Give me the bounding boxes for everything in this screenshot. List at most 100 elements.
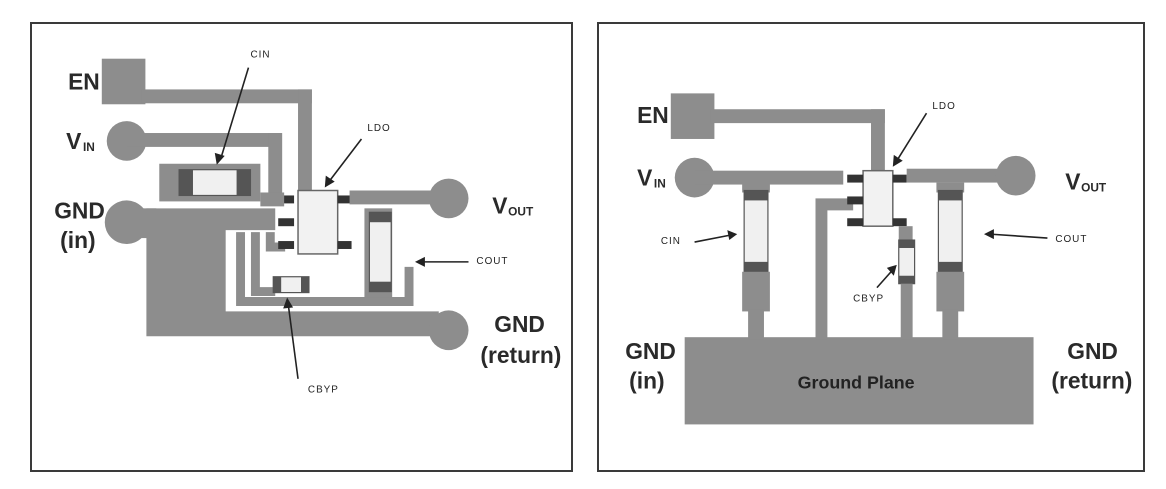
ldo-package xyxy=(862,169,894,227)
cin-capacitor xyxy=(743,189,769,273)
label-vout-sub: OUT xyxy=(1081,180,1107,194)
label-cbyp: CBYP xyxy=(853,294,884,305)
vout-pad xyxy=(428,178,469,219)
vout-trace xyxy=(349,190,449,205)
label-vout: V xyxy=(492,192,508,218)
cbyp-gnd-via xyxy=(900,283,913,340)
arrow-cbyp-head xyxy=(886,264,897,276)
ldo-package xyxy=(297,189,339,255)
cin-end-top xyxy=(744,190,768,201)
en-trace xyxy=(710,109,885,124)
gnd-trace-cout xyxy=(236,232,414,306)
ldo-pin-4 xyxy=(337,195,352,204)
arrow-ldo-head xyxy=(892,154,903,167)
arrow-cout xyxy=(989,233,1048,239)
ldo-pin-1 xyxy=(278,195,295,204)
gnd-trace-cbyp xyxy=(250,232,276,297)
label-vin: V xyxy=(66,128,82,154)
arrow-cbyp-head xyxy=(283,297,294,309)
arrow-cout-head xyxy=(983,229,994,240)
label-gnd-in-2: (in) xyxy=(60,227,95,253)
cbyp-end-top xyxy=(898,240,915,248)
cout-bottom-pad xyxy=(936,271,965,312)
ldo-pin-5 xyxy=(337,241,352,249)
cout-top-pad xyxy=(936,182,965,193)
ldo-pin-5 xyxy=(892,218,907,227)
label-gnd-in-2: (in) xyxy=(629,368,664,394)
ground-plane xyxy=(684,337,1034,425)
arrow-ldo-head xyxy=(324,175,335,188)
cbyp-end-left xyxy=(273,276,282,293)
cout-gnd-via xyxy=(942,309,959,340)
cbyp-end-bottom xyxy=(898,275,915,284)
label-cout: COUT xyxy=(1055,234,1087,245)
label-vin-sub: IN xyxy=(654,177,666,191)
ldo-gnd-trace xyxy=(815,198,854,340)
label-cin: CIN xyxy=(250,50,270,61)
cin-top-pad xyxy=(742,182,770,193)
ldo-left-lead-1 xyxy=(260,192,285,207)
cbyp-top-pad xyxy=(898,226,913,241)
arrow-cin xyxy=(219,67,250,160)
pcb-layout-left: EN V IN GND (in) V OUT GND (return) CIN … xyxy=(54,50,561,396)
label-cbyp: CBYP xyxy=(308,385,339,396)
arrow-cout-head xyxy=(414,256,425,267)
ldo-pin-3 xyxy=(847,218,864,227)
label-ldo: LDO xyxy=(932,101,955,112)
cout-capacitor xyxy=(937,189,963,273)
en-trace xyxy=(141,89,312,104)
gnd-return-pad xyxy=(428,310,469,351)
cout-end-top xyxy=(369,212,392,223)
layout-panel-right: Ground Plane EN V IN GND (in) V OUT GND … xyxy=(597,22,1145,472)
vout-pad xyxy=(995,155,1036,196)
cout-end-bottom xyxy=(369,281,392,292)
ldo-pin-4 xyxy=(892,174,907,183)
cin-end-left xyxy=(179,169,193,196)
cout-end-top xyxy=(938,190,963,201)
label-vout-sub: OUT xyxy=(508,204,534,218)
vin-trace xyxy=(126,133,282,147)
ldo-pin-3 xyxy=(278,241,295,249)
arrow-cbyp xyxy=(287,303,299,379)
label-en: EN xyxy=(68,68,100,94)
cin-end-bottom xyxy=(744,261,768,272)
arrow-ldo xyxy=(329,138,363,182)
label-vout: V xyxy=(1065,169,1081,195)
arrow-ldo xyxy=(896,112,928,162)
en-pad xyxy=(670,93,715,139)
en-trace-vertical xyxy=(298,89,312,207)
label-cin: CIN xyxy=(661,236,681,247)
ldo-pin-2 xyxy=(278,218,295,227)
cout-end-bottom xyxy=(938,261,963,272)
cin-gnd-via xyxy=(748,309,764,340)
label-ground-plane: Ground Plane xyxy=(798,373,915,393)
label-gnd-return-2: (return) xyxy=(480,342,561,368)
ldo-pin-2 xyxy=(847,196,864,205)
en-trace-vertical xyxy=(871,109,885,181)
label-vin: V xyxy=(637,165,653,191)
arrow-cin xyxy=(694,234,731,243)
cbyp-end-right xyxy=(301,276,309,293)
vout-trace xyxy=(906,168,1026,183)
label-en: EN xyxy=(637,102,669,128)
en-pad xyxy=(101,58,146,105)
vin-pad xyxy=(674,157,715,198)
label-gnd-in-1: GND xyxy=(54,197,105,223)
label-vin-sub: IN xyxy=(83,140,95,154)
arrow-cin-head xyxy=(214,152,225,165)
gnd-pour xyxy=(146,208,439,337)
layout-panel-left: EN V IN GND (in) V OUT GND (return) CIN … xyxy=(30,22,573,472)
vin-trace xyxy=(694,170,844,185)
ldo-pin-1 xyxy=(847,174,864,183)
label-gnd-return-2: (return) xyxy=(1051,368,1132,394)
label-gnd-return-1: GND xyxy=(1067,338,1118,364)
label-gnd-in-1: GND xyxy=(625,338,676,364)
pcb-layout-right: Ground Plane EN V IN GND (in) V OUT GND … xyxy=(625,93,1132,425)
cin-end-right xyxy=(236,169,251,196)
label-gnd-return-1: GND xyxy=(494,311,545,337)
arrow-cin-head xyxy=(727,230,738,241)
label-ldo: LDO xyxy=(367,123,390,134)
vin-trace-down xyxy=(268,133,283,205)
arrow-cbyp xyxy=(876,269,894,289)
label-cout: COUT xyxy=(476,256,508,267)
